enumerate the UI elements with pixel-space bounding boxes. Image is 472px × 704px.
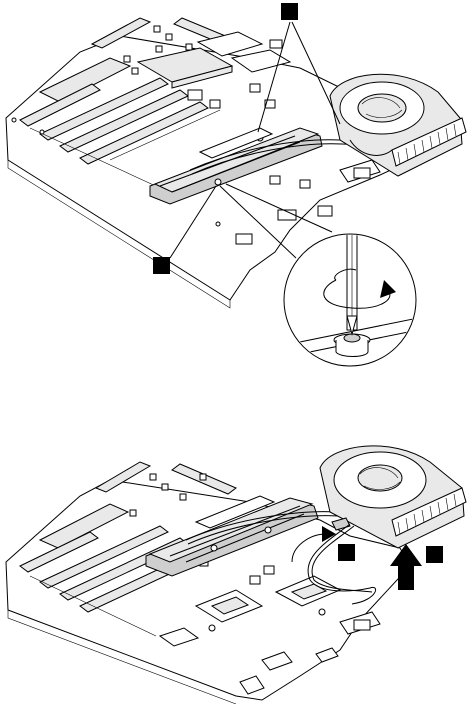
callout-badge-c bbox=[338, 544, 355, 561]
callout-badge-d bbox=[426, 546, 443, 563]
callout-badge-b bbox=[153, 257, 170, 274]
top-step-illustration bbox=[6, 3, 466, 366]
callout-badge-a bbox=[281, 3, 298, 20]
fan-cable-connector bbox=[332, 518, 350, 530]
thermal-screw-top bbox=[215, 179, 221, 185]
screwdriver-detail bbox=[284, 228, 418, 366]
bottom-step-illustration bbox=[6, 446, 466, 704]
